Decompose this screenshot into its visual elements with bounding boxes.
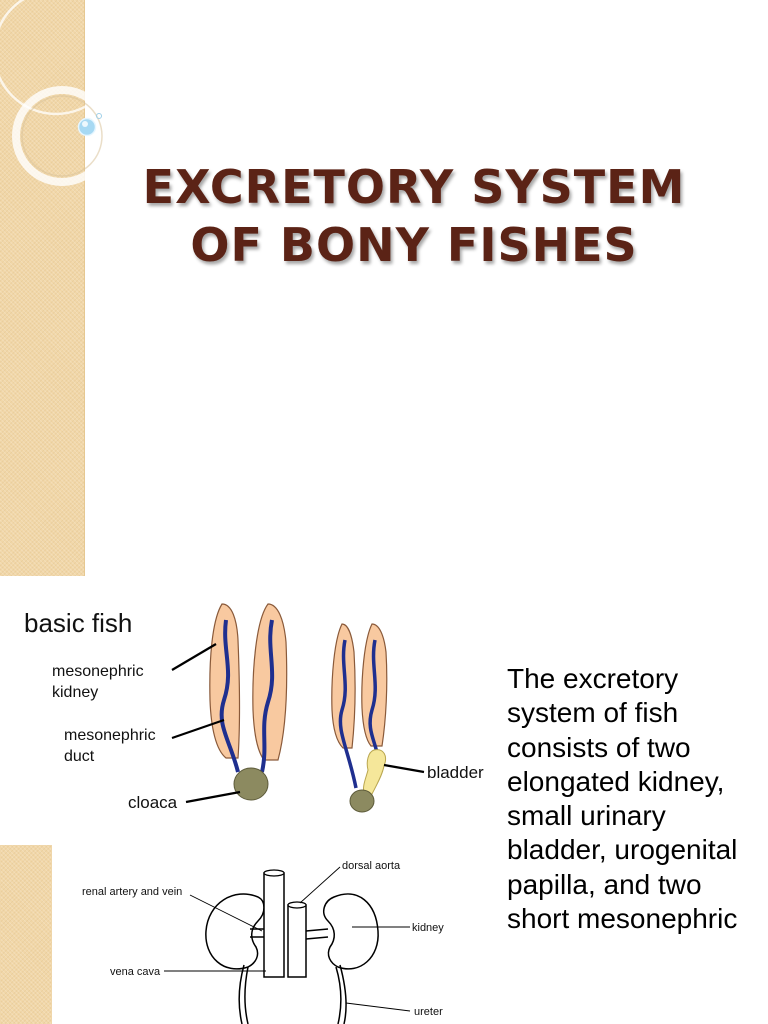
bladder-shape	[363, 749, 387, 795]
leader-cloaca	[185, 790, 241, 804]
right-kidney-1	[331, 623, 356, 749]
slide-title: EXCRETORY SYSTEM OF BONY FISHES	[100, 158, 728, 274]
label-renal: renal artery and vein	[82, 886, 182, 898]
leader-renal	[189, 894, 263, 932]
figure-heading: basic fish	[24, 608, 132, 638]
sidebar-decoration	[0, 0, 85, 576]
label-cloaca: cloaca	[128, 793, 178, 812]
leader-kidney	[171, 643, 217, 671]
label-duct-line1: mesonephric	[64, 727, 156, 744]
anatomy-right-kidney	[323, 893, 379, 970]
body-text: The excretory system of fish consists of…	[507, 663, 738, 935]
label-dorsal-aorta: dorsal aorta	[342, 860, 401, 872]
kidney-anatomy-diagram: dorsal aorta renal artery and vein kidne…	[52, 857, 498, 1024]
left-kidney-2	[252, 603, 288, 761]
anatomy-left-ureter	[238, 964, 245, 1024]
cloaca-shape-2	[349, 789, 375, 813]
leader-ureter	[345, 1002, 411, 1012]
left-duct-1	[219, 619, 240, 773]
basic-fish-diagram: basic fish mesonephric kidney mesonephri…	[0, 580, 500, 842]
right-duct-2	[368, 639, 380, 759]
label-vena-cava: vena cava	[110, 966, 161, 978]
label-ureter: ureter	[414, 1006, 443, 1018]
label-bladder: bladder	[427, 763, 484, 782]
sidebar-decoration-lower	[0, 845, 52, 1024]
leader-dorsal-aorta	[299, 866, 341, 904]
title-line-2: OF BONY FISHES	[190, 218, 638, 272]
anatomy-right-ureter	[339, 964, 347, 1024]
leader-duct	[171, 718, 225, 740]
left-kidney-1	[209, 603, 241, 759]
label-kidney-line1: mesonephric	[52, 663, 144, 680]
label-duct-line2: duct	[64, 748, 95, 765]
cloaca-shape	[233, 767, 269, 801]
anatomy-left-kidney	[205, 893, 265, 970]
leader-bladder	[383, 763, 425, 774]
title-line-1: EXCRETORY SYSTEM	[142, 160, 686, 214]
right-duct-1	[338, 639, 358, 789]
label-kidney-bottom: kidney	[412, 922, 444, 934]
anatomy-vena-cava	[263, 872, 285, 978]
anatomy-dorsal-aorta	[287, 904, 307, 978]
left-duct-2	[260, 619, 275, 773]
label-kidney-line2: kidney	[52, 684, 98, 701]
